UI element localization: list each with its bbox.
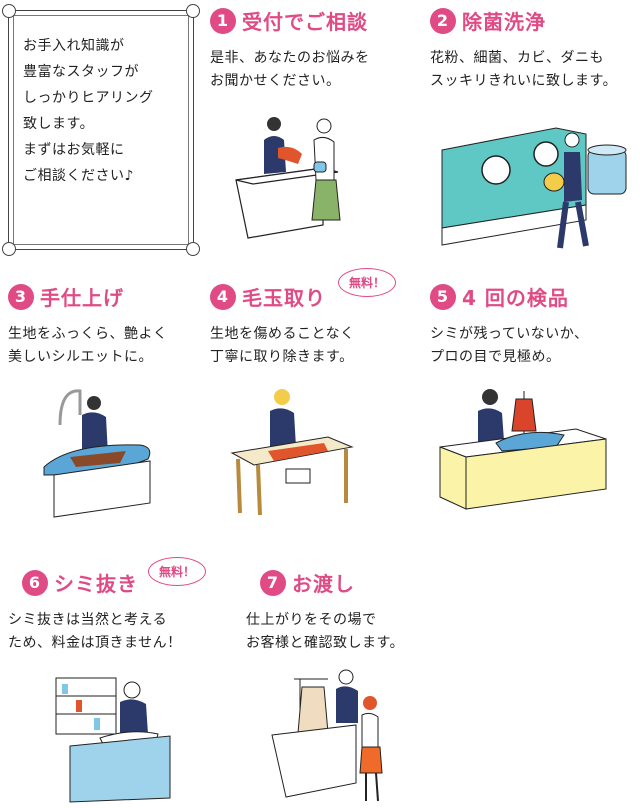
step-title-text: 手仕上げ xyxy=(40,286,124,310)
intro-line: 豊富なスタッフが xyxy=(23,64,139,80)
step-description: 花粉、細菌、カビ、ダニも スッキリきれいに致します。 xyxy=(430,47,617,93)
hand-finishing-illustration xyxy=(43,389,151,518)
stain-removal-illustration xyxy=(55,677,171,803)
desc-line: シミが残っていないか、 xyxy=(430,326,589,342)
step-number-badge: 2 xyxy=(430,7,456,34)
intro-line: 致します。 xyxy=(23,116,95,132)
step-number-badge: 7 xyxy=(260,569,286,596)
desc-line: 美しいシルエットに。 xyxy=(8,349,153,365)
step-description: シミが残っていないか、 プロの目で見極め。 xyxy=(430,323,589,369)
desc-line: 花粉、細菌、カビ、ダニも xyxy=(430,50,604,66)
inspection-illustration xyxy=(439,389,607,510)
step-description: 仕上がりをその場で お客様と確認致します。 xyxy=(246,609,404,655)
step-title: 5 4 回の検品 xyxy=(430,282,589,311)
step-title: 6 シミ抜き xyxy=(8,568,182,597)
step-title: 7 お渡し xyxy=(246,568,404,597)
step-description: 是非、あなたのお悩みを お聞かせください。 xyxy=(210,47,370,93)
step-number-badge: 1 xyxy=(210,7,236,34)
step-description: 生地を傷めることなく 丁寧に取り除きます。 xyxy=(210,323,355,369)
corner-ornament xyxy=(2,242,16,256)
step-title: 4 毛玉取り xyxy=(210,282,355,311)
intro-box: お手入れ知識が 豊富なスタッフが しっかりヒアリング 致します。 まずはお気軽に… xyxy=(2,4,200,256)
free-badge: 無料！ xyxy=(148,557,207,586)
step-6: 6 シミ抜き シミ抜きは当然と考える ため、料金は頂きません！ xyxy=(8,568,182,655)
step-7: 7 お渡し 仕上がりをその場で お客様と確認致します。 xyxy=(246,568,404,655)
washing-machine-illustration xyxy=(441,127,627,249)
handover-illustration xyxy=(271,669,383,802)
step-description: 生地をふっくら、艶よく 美しいシルエットに。 xyxy=(8,323,168,369)
step-title: 3 手仕上げ xyxy=(8,282,168,311)
step-title-text: シミ抜き xyxy=(54,572,138,596)
corner-ornament xyxy=(186,4,200,18)
step-title: 2 除菌洗浄 xyxy=(430,6,617,35)
reception-illustration xyxy=(235,117,341,239)
desc-line: ため、料金は頂きません！ xyxy=(8,635,182,651)
step-number-badge: 3 xyxy=(8,283,34,310)
step-5: 5 4 回の検品 シミが残っていないか、 プロの目で見極め。 xyxy=(430,282,589,369)
desc-line: 丁寧に取り除きます。 xyxy=(210,349,354,365)
step-title-text: 除菌洗浄 xyxy=(462,10,546,34)
desc-line: 仕上がりをその場で xyxy=(246,612,377,628)
desc-line: お聞かせください。 xyxy=(210,73,341,89)
step-1: 1 受付でご相談 是非、あなたのお悩みを お聞かせください。 xyxy=(210,6,370,93)
step-4: 4 毛玉取り 生地を傷めることなく 丁寧に取り除きます。 xyxy=(210,282,355,369)
step-number-badge: 4 xyxy=(210,283,236,310)
step-title-text: 4 回の検品 xyxy=(462,286,569,310)
step-title-text: 受付でご相談 xyxy=(242,10,368,34)
step-3: 3 手仕上げ 生地をふっくら、艶よく 美しいシルエットに。 xyxy=(8,282,168,369)
step-number-badge: 5 xyxy=(430,283,456,310)
step-number-badge: 6 xyxy=(22,569,48,596)
intro-line: ご相談ください♪ xyxy=(23,168,134,184)
desc-line: お客様と確認致します。 xyxy=(246,635,405,651)
intro-line: まずはお気軽に xyxy=(23,142,125,158)
step-title: 1 受付でご相談 xyxy=(210,6,370,35)
corner-ornament xyxy=(2,4,16,18)
intro-line: しっかりヒアリング xyxy=(23,90,154,106)
step-title-text: お渡し xyxy=(292,572,355,596)
desc-line: 生地を傷めることなく xyxy=(210,326,355,342)
step-2: 2 除菌洗浄 花粉、細菌、カビ、ダニも スッキリきれいに致します。 xyxy=(430,6,617,93)
step-description: シミ抜きは当然と考える ため、料金は頂きません！ xyxy=(8,609,182,655)
desc-line: プロの目で見極め。 xyxy=(430,349,561,365)
desc-line: 生地をふっくら、艶よく xyxy=(8,326,168,342)
step-title-text: 毛玉取り xyxy=(242,286,326,310)
pill-removal-illustration xyxy=(230,389,354,516)
free-badge: 無料！ xyxy=(338,268,397,297)
desc-line: 是非、あなたのお悩みを xyxy=(210,50,370,66)
desc-line: シミ抜きは当然と考える xyxy=(8,612,168,628)
intro-line: お手入れ知識が xyxy=(23,38,125,54)
desc-line: スッキリきれいに致します。 xyxy=(430,73,618,89)
corner-ornament xyxy=(186,242,200,256)
